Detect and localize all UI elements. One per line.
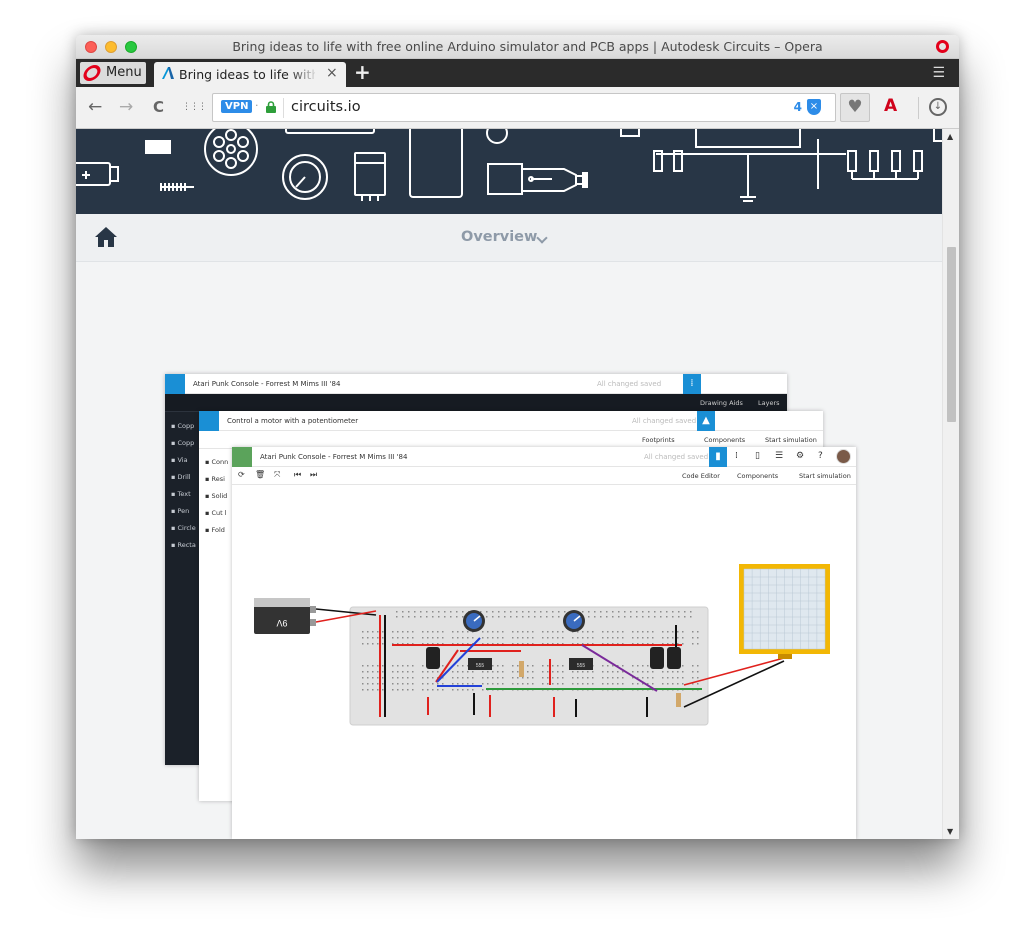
breadboard-logo-icon [232, 447, 252, 467]
tab-bar: Menu Bring ideas to life with free onlin… [76, 59, 959, 87]
drawing-aids-button[interactable]: Drawing Aids [700, 399, 743, 407]
resistor[interactable] [676, 693, 681, 707]
user-avatar[interactable] [836, 449, 851, 464]
tab-autodesk-circuits[interactable]: Bring ideas to life with free online Ard… [154, 62, 346, 87]
tab-title: Bring ideas to life with free online Ard… [179, 67, 315, 82]
potentiometer[interactable] [563, 610, 585, 632]
battery-9v[interactable]: 9V [254, 598, 316, 634]
tab-close-icon[interactable]: × [326, 65, 338, 81]
tab-menu-icon[interactable]: ☰ [932, 65, 945, 81]
components-button[interactable]: Components [737, 472, 779, 480]
autodesk-logo-icon [162, 67, 174, 79]
page-scrollbar[interactable]: ▲ ▼ [942, 129, 959, 839]
scroll-down-icon[interactable]: ▼ [947, 827, 954, 836]
tool-item[interactable]: ▪ Recta [171, 541, 196, 549]
pcb-view-button[interactable]: ⁞ [683, 374, 701, 394]
tool-item[interactable]: ▪ Resi [205, 475, 225, 483]
step-forward-icon[interactable]: ⏭ [310, 470, 318, 479]
schematic-view-button[interactable]: ▲ [697, 411, 715, 431]
settings-gear-icon[interactable]: ⚙ [796, 451, 805, 461]
page-content: Overview Atari Punk Console - Forrest M … [76, 129, 942, 839]
bookmark-heart-button[interactable]: ♥ [840, 93, 870, 122]
breadboard[interactable] [349, 606, 709, 726]
schematic-logo-icon [199, 411, 219, 431]
tool-item[interactable]: ▪ Drill [171, 473, 191, 481]
layers-button[interactable]: Layers [758, 399, 780, 407]
extension-icon[interactable]: A [884, 96, 898, 116]
tool-item[interactable]: ▪ Cut l [205, 509, 227, 517]
breadboard-editor-window: Atari Punk Console - Forrest M Mims III … [232, 447, 856, 839]
list-icon[interactable]: ☰ [775, 451, 784, 461]
fit-icon[interactable]: ⤧ [274, 470, 281, 479]
forward-button[interactable]: → [119, 97, 134, 117]
opera-menu-button[interactable]: Menu [80, 62, 146, 84]
tool-item[interactable]: ▪ Circle [171, 524, 196, 532]
tool-item[interactable]: ▪ Via [171, 456, 188, 464]
tool-item[interactable]: ▪ Solid [205, 492, 228, 500]
rotate-icon[interactable]: ⟳ [238, 470, 245, 479]
chevron-down-icon[interactable] [536, 232, 548, 244]
pcb-view-icon[interactable]: ▯ [755, 451, 760, 461]
pcb-logo-icon [165, 374, 185, 394]
code-editor-button[interactable]: Code Editor [682, 472, 720, 480]
tool-item[interactable]: ▪ Conn [205, 458, 229, 466]
schematic-view-icon[interactable]: ⁞ [735, 451, 738, 461]
hero-components-illustration [76, 129, 942, 214]
pcb-title: Atari Punk Console - Forrest M Mims III … [193, 380, 341, 388]
tool-item[interactable]: ▪ Pen [171, 507, 190, 515]
title-bar: Bring ideas to life with free online Ard… [76, 35, 959, 59]
speed-dial-button[interactable]: ⋮⋮⋮ [182, 102, 207, 112]
ad-blocker-shield-icon[interactable]: × [807, 99, 821, 115]
lock-icon[interactable] [266, 101, 276, 113]
oscilloscope[interactable] [739, 564, 830, 659]
svg-text:555: 555 [476, 663, 485, 669]
resistor[interactable] [519, 661, 524, 677]
zoom-window-button[interactable] [125, 41, 137, 53]
new-tab-button[interactable]: + [354, 60, 371, 84]
scroll-up-icon[interactable]: ▲ [947, 132, 954, 141]
potentiometer[interactable] [463, 610, 485, 632]
battery-label: 9V [276, 618, 287, 628]
vpn-badge[interactable]: VPN [221, 100, 253, 113]
browser-window: Bring ideas to life with free online Ard… [76, 35, 959, 839]
capacitor[interactable] [667, 647, 681, 669]
reload-button[interactable]: C [153, 98, 165, 116]
capacitor[interactable] [650, 647, 664, 669]
breadboard-canvas[interactable]: 9V 555 555 [232, 485, 856, 839]
breadboard-view-button[interactable]: ▮ [709, 447, 727, 467]
download-icon[interactable]: ↓ [929, 98, 947, 116]
chip-555[interactable]: 555 [468, 658, 492, 670]
help-icon[interactable]: ? [818, 451, 823, 461]
footprints-button[interactable]: Footprints [642, 436, 675, 444]
navigation-toolbar: ← → C ⋮⋮⋮ VPN · circuits.io 4 × ♥ A ↓ [76, 87, 959, 129]
opera-logo-icon [81, 65, 103, 81]
step-back-icon[interactable]: ⏮ [294, 470, 302, 479]
tool-item[interactable]: ▪ Copp [171, 439, 195, 447]
tool-item[interactable]: ▪ Text [171, 490, 191, 498]
delete-icon[interactable]: 🗑 [255, 470, 266, 479]
breadboard-title: Atari Punk Console - Forrest M Mims III … [260, 453, 408, 461]
minimize-window-button[interactable] [105, 41, 117, 53]
chip-555[interactable]: 555 [569, 658, 593, 670]
back-button[interactable]: ← [88, 97, 103, 117]
close-window-button[interactable] [85, 41, 97, 53]
tool-item[interactable]: ▪ Fold [205, 526, 225, 534]
capacitor[interactable] [426, 647, 440, 669]
blocked-ads-count: 4 [793, 100, 802, 114]
sub-navigation: Overview [76, 214, 942, 262]
menu-label: Menu [106, 65, 142, 80]
start-simulation-button[interactable]: Start simulation [765, 436, 817, 444]
opera-logo-icon [936, 40, 949, 53]
overview-dropdown[interactable]: Overview [461, 229, 538, 245]
home-icon[interactable] [94, 226, 118, 248]
tool-item[interactable]: ▪ Copp [171, 422, 195, 430]
url-text[interactable]: circuits.io [291, 99, 361, 115]
components-button[interactable]: Components [704, 436, 746, 444]
window-title: Bring ideas to life with free online Ard… [232, 39, 823, 54]
scrollbar-thumb[interactable] [947, 247, 956, 422]
schematic-title: Control a motor with a potentiometer [227, 417, 359, 425]
start-simulation-button[interactable]: Start simulation [799, 472, 851, 480]
address-bar[interactable]: VPN · circuits.io 4 × [212, 93, 836, 122]
svg-text:555: 555 [577, 663, 586, 669]
